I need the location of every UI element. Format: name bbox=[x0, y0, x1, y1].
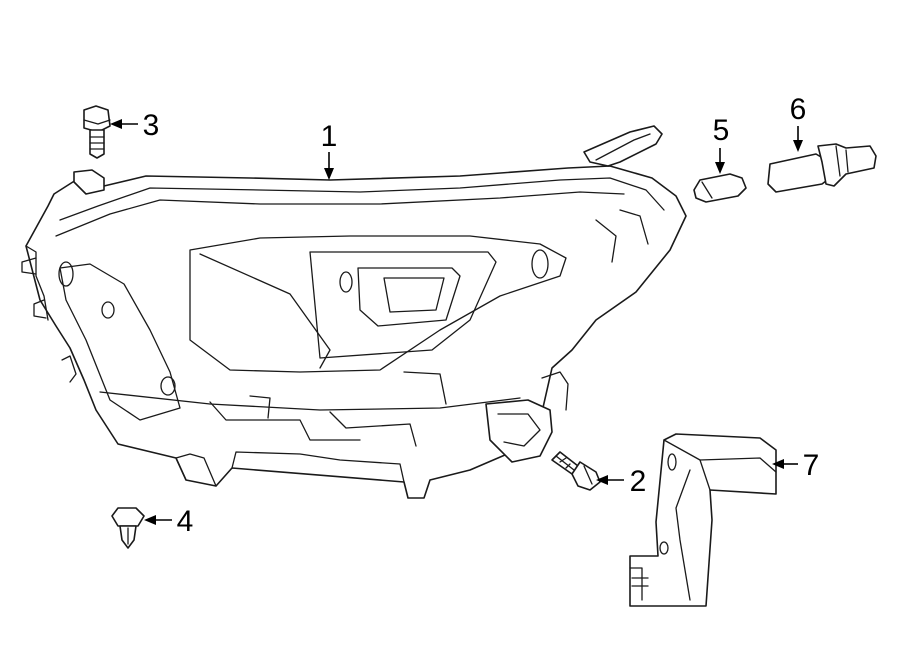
bulb-part-5[interactable] bbox=[693, 173, 747, 203]
callout-5: 5 bbox=[713, 114, 730, 174]
callout-label-5: 5 bbox=[713, 114, 730, 147]
push-clip-part-4[interactable] bbox=[111, 507, 145, 549]
callout-7: 7 bbox=[772, 449, 819, 482]
callout-label-7: 7 bbox=[803, 449, 820, 482]
callout-2: 2 bbox=[596, 465, 646, 498]
callout-1: 1 bbox=[321, 120, 338, 180]
callout-label-2: 2 bbox=[630, 465, 647, 498]
headlamp-assembly[interactable] bbox=[21, 125, 687, 499]
callout-label-4: 4 bbox=[177, 505, 194, 538]
callout-6: 6 bbox=[790, 93, 807, 152]
bulb-socket-part-6[interactable] bbox=[767, 143, 877, 193]
bolt-part-3[interactable] bbox=[83, 105, 111, 159]
callout-4: 4 bbox=[144, 505, 193, 538]
callout-label-1: 1 bbox=[321, 120, 338, 153]
callout-label-6: 6 bbox=[790, 93, 807, 126]
bracket-part-7[interactable] bbox=[629, 433, 777, 607]
bolt-part-2[interactable] bbox=[551, 451, 601, 491]
callout-label-3: 3 bbox=[143, 109, 160, 142]
callout-3: 3 bbox=[110, 109, 159, 142]
